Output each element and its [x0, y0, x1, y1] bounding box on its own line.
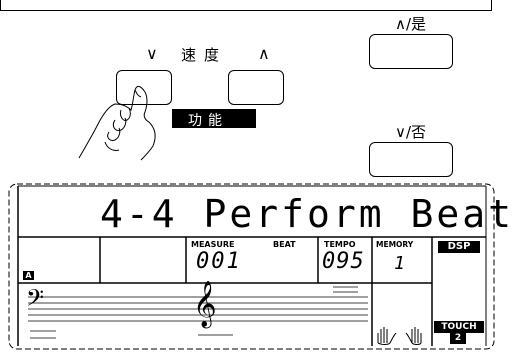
bass-clef-icon: 𝄢 — [26, 284, 45, 317]
touch-value: 2 — [450, 333, 466, 344]
beat-label: BEAT — [273, 240, 296, 249]
lcd-main-text: 4-4 Perform Beat — [100, 192, 514, 236]
yes-button[interactable] — [369, 34, 453, 69]
left-hand-icon — [377, 327, 397, 345]
memory-label: MEMORY — [376, 240, 414, 249]
top-panel-frame — [0, 0, 492, 11]
tempo-label-lcd: TEMPO — [324, 240, 356, 249]
tempo-label: 速度 — [181, 46, 228, 64]
no-label: ∨/否 — [395, 123, 427, 141]
dsp-indicator: DSP — [438, 241, 480, 253]
hand-press-icon — [78, 85, 156, 161]
tempo-up-button[interactable] — [228, 70, 284, 105]
yes-label: ∧/是 — [395, 15, 427, 33]
tempo-up-arrow-label: ∧ — [258, 44, 270, 63]
lcd-indicator-a: A — [23, 271, 34, 280]
tempo-down-button[interactable] — [116, 70, 172, 105]
touch-indicator: TOUCH — [434, 321, 484, 333]
lcd-display: 4-4 Perform Beat A MEASURE BEAT 001 TEMP… — [8, 183, 511, 350]
function-label: 功能 — [172, 109, 256, 129]
tempo-down-arrow-label: ∨ — [146, 44, 158, 63]
no-button[interactable] — [369, 142, 453, 177]
lcd-frame-lines — [8, 183, 495, 350]
measure-value: 001 — [196, 249, 242, 274]
measure-label: MEASURE — [191, 240, 235, 249]
memory-value: 1 — [394, 253, 405, 274]
right-hand-icon — [405, 327, 422, 345]
treble-clef-icon: 𝄞 — [193, 281, 217, 327]
tempo-value: 095 — [322, 249, 365, 274]
